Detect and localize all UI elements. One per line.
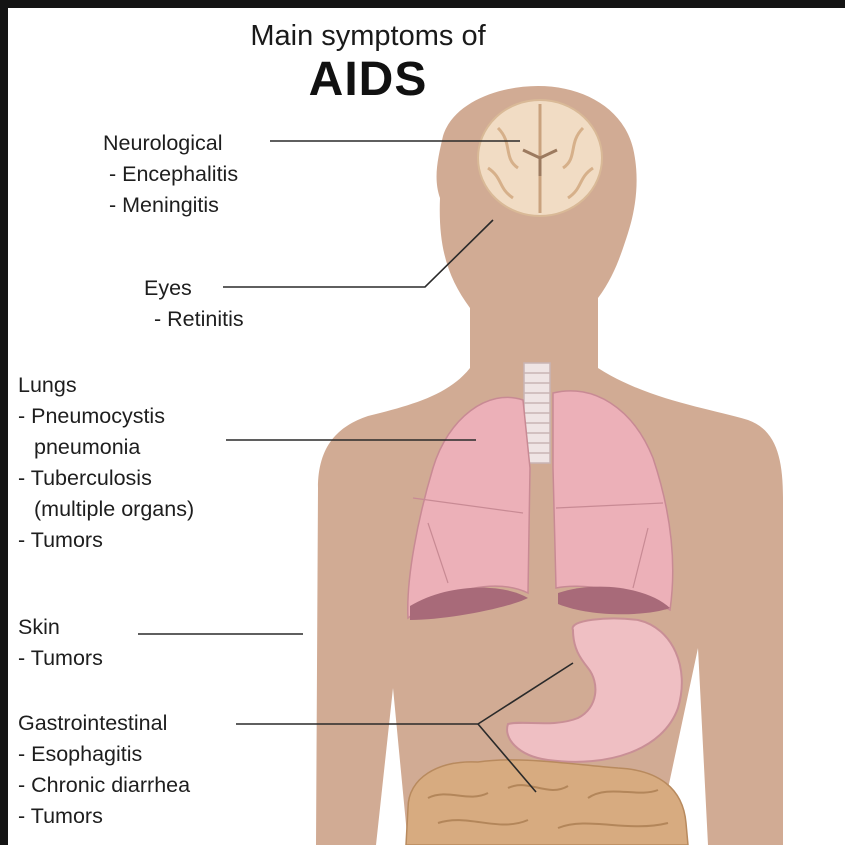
neurological-item: - Meningitis [103,190,238,221]
lungs-item: (multiple organs) [18,494,194,525]
eyes-heading: Eyes [144,273,244,304]
eyes-item: - Retinitis [144,304,244,335]
lungs-label: Lungs - Pneumocystis pneumonia - Tubercu… [18,370,194,556]
lungs-item: pneumonia [18,432,194,463]
lungs-heading: Lungs [18,370,194,401]
neurological-label: Neurological - Encephalitis - Meningitis [103,128,238,221]
neurological-heading: Neurological [103,128,238,159]
eyes-label: Eyes - Retinitis [144,273,244,335]
gastrointestinal-item: - Esophagitis [18,739,190,770]
skin-heading: Skin [18,612,103,643]
title-line-1: Main symptoms of [198,20,538,53]
neurological-item: - Encephalitis [103,159,238,190]
gastrointestinal-heading: Gastrointestinal [18,708,190,739]
brain [478,100,602,216]
lungs-item: - Tumors [18,525,194,556]
intestines [406,760,688,845]
lungs-item: - Tuberculosis [18,463,194,494]
title-line-2: AIDS [198,52,538,107]
gastrointestinal-item: - Tumors [18,801,190,832]
lungs-item: - Pneumocystis [18,401,194,432]
skin-item: - Tumors [18,643,103,674]
diagram-canvas: Main symptoms of AIDS Neurological - Enc… [8,8,845,845]
skin-label: Skin - Tumors [18,612,103,674]
gastrointestinal-label: Gastrointestinal - Esophagitis - Chronic… [18,708,190,832]
gastrointestinal-item: - Chronic diarrhea [18,770,190,801]
